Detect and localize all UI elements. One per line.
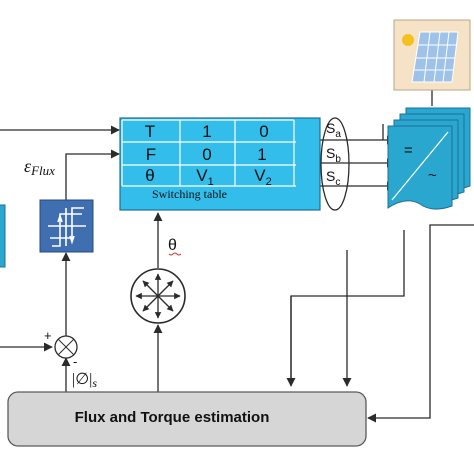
signal-sa-letter: S xyxy=(326,120,335,136)
table-cell-r3c2-main: V xyxy=(196,166,208,185)
summing-junction-icon xyxy=(54,335,78,359)
flux-magnitude-label: |∅|s xyxy=(72,371,97,390)
table-cell-r1c1: T xyxy=(145,122,155,141)
signal-sc: Sc xyxy=(326,168,340,188)
table-cell-r3c3-main: V xyxy=(254,166,266,185)
switching-table-caption: Switching table xyxy=(152,187,227,201)
flux-magnitude-symbol: |∅| xyxy=(72,371,92,388)
flux-magnitude-subscript: s xyxy=(92,376,97,390)
sun-icon xyxy=(402,34,414,46)
signal-sc-letter: S xyxy=(326,168,335,184)
flux-error-subscript: Flux xyxy=(30,163,55,178)
sector-label: θ xyxy=(168,237,177,254)
table-cell-r3c3-sub: 2 xyxy=(266,176,272,188)
table-cell-r2c1: F xyxy=(146,145,156,164)
flux-error-symbol: ε xyxy=(24,156,32,176)
table-cell-r3c2-sub: 1 xyxy=(208,176,214,188)
table-cell-r3c3: V2 xyxy=(254,166,271,188)
table-cell-r1c3: 0 xyxy=(259,122,268,141)
signal-sb: Sb xyxy=(326,145,341,165)
signal-sb-letter: S xyxy=(326,145,335,161)
hysteresis-comparator-icon xyxy=(39,199,94,253)
inverter-icon: = ~ xyxy=(387,107,471,210)
table-cell-r1c2: 1 xyxy=(202,122,211,141)
signal-wires xyxy=(0,90,474,423)
left-controller-block xyxy=(0,204,6,268)
switch-signals: Sa Sb Sc xyxy=(320,117,350,211)
signal-sa: Sa xyxy=(326,120,341,140)
flux-error-label: εFlux xyxy=(24,156,55,178)
estimator-label: Flux and Torque estimation xyxy=(75,409,270,426)
inverter-ac-symbol: ~ xyxy=(428,167,437,184)
flux-torque-estimator: Flux and Torque estimation xyxy=(7,391,367,447)
sector-selector-icon xyxy=(130,268,186,324)
sum-plus-sign: + xyxy=(44,328,52,343)
inverter-dc-symbol: = xyxy=(404,142,413,159)
table-cell-r3c1: θ xyxy=(145,166,154,185)
table-cell-r3c2: V1 xyxy=(196,166,213,188)
sector-label-underline xyxy=(168,252,182,256)
table-cell-r2c3: 1 xyxy=(257,145,266,164)
sum-minus-sign: - xyxy=(73,354,77,369)
switching-table: T 1 0 F 0 1 θ V1 V2 Switching table xyxy=(119,117,321,211)
solar-panel-icon xyxy=(393,19,471,91)
signal-sc-sub: c xyxy=(335,177,340,188)
table-cell-r2c2: 0 xyxy=(202,145,211,164)
signal-sa-sub: a xyxy=(335,129,341,140)
signal-sb-sub: b xyxy=(335,154,341,165)
